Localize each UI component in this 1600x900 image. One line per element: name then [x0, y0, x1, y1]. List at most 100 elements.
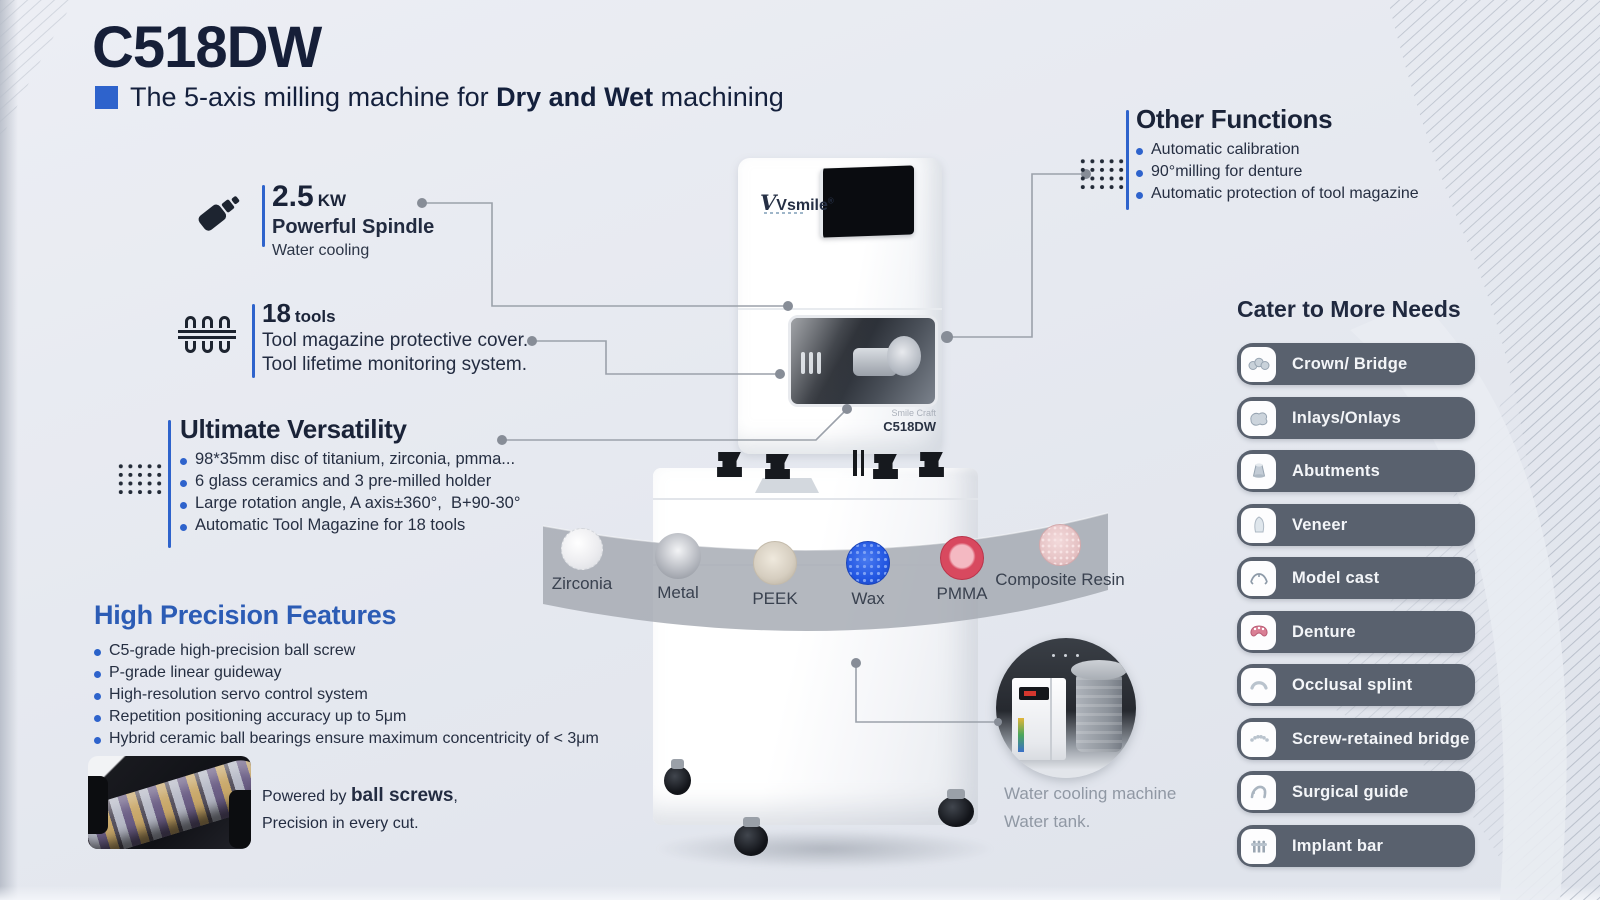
- list-item: 90°milling for denture: [1136, 164, 1419, 180]
- dot-grid-icon: [1078, 157, 1124, 190]
- machine-nameplate: Smile Craft C518DW: [866, 407, 936, 433]
- inlays-onlays-icon: [1241, 400, 1276, 436]
- list-item: High-resolution servo control system: [94, 687, 599, 703]
- list-item: Large rotation angle, A axis±360°, B+90-…: [180, 495, 520, 511]
- cater-item-implant-bar[interactable]: Implant bar: [1237, 825, 1475, 867]
- cabinet-seam: [653, 498, 978, 500]
- subtitle-bold: Dry and Wet: [496, 82, 654, 112]
- pill-label: Implant bar: [1292, 836, 1384, 855]
- cater-item-crown-bridge[interactable]: Crown/ Bridge: [1237, 343, 1475, 385]
- cater-item-veneer[interactable]: Veneer: [1237, 504, 1475, 546]
- material-label: Wax: [851, 589, 885, 608]
- precision-title: High Precision Features: [94, 600, 397, 630]
- caption-line: Water tank.: [1004, 812, 1091, 831]
- feature-versatility: Ultimate Versatility 98*35mm disc of tit…: [168, 414, 520, 548]
- list-item: Automatic Tool Magazine for 18 tools: [180, 517, 520, 533]
- floor-shadow: [590, 822, 1060, 876]
- blue-square-bullet: [95, 86, 118, 109]
- pill-label: Inlays/Onlays: [1292, 408, 1401, 427]
- material-metal: Metal: [648, 533, 708, 603]
- caption-prefix: Powered by: [262, 788, 351, 805]
- spindle-unit: KW: [317, 191, 347, 210]
- bottom-edge-shade: [0, 886, 1600, 900]
- cater-item-inlays-onlays[interactable]: Inlays/Onlays: [1237, 397, 1475, 439]
- occlusal-splint-icon: [1241, 667, 1276, 703]
- caption-bold: ball screws: [350, 785, 454, 806]
- water-cooling-inset-photo: [996, 638, 1136, 778]
- caption-line: Water cooling machine: [1004, 784, 1177, 803]
- left-edge-shade: [0, 0, 18, 900]
- pill-label: Model cast: [1292, 568, 1380, 587]
- brand-logo-text: Vsmile: [776, 197, 828, 214]
- spindle-title: Powerful Spindle: [272, 216, 435, 238]
- cabinet-handle: [755, 478, 819, 493]
- cater-item-screw-retained-bridge[interactable]: Screw-retained bridge: [1237, 718, 1475, 760]
- registered-mark: ®: [827, 196, 834, 206]
- caption-suffix: ,: [453, 788, 458, 805]
- spindle-note: Water cooling: [272, 242, 370, 259]
- cater-item-occlusal-splint[interactable]: Occlusal splint: [1237, 664, 1475, 706]
- screw-retained-bridge-icon: [1241, 721, 1276, 757]
- material-label: Metal: [657, 583, 699, 602]
- implant-bar-icon: [1241, 828, 1276, 864]
- other-functions-title: Other Functions: [1136, 104, 1333, 134]
- water-cooling-machine: [1012, 678, 1066, 760]
- tools-unit: tools: [294, 307, 336, 326]
- material-pmma: PMMA: [932, 536, 992, 604]
- ball-screws-caption: Powered by ball screws, Precision in eve…: [262, 782, 458, 837]
- machine-vent: [853, 450, 869, 476]
- water-tank: [1071, 660, 1127, 752]
- surgical-guide-icon: [1241, 774, 1276, 810]
- caster-wheel: [734, 817, 768, 856]
- cater-item-abutments[interactable]: Abutments: [1237, 450, 1475, 492]
- material-peek: PEEK: [745, 541, 805, 609]
- list-item: Repetition positioning accuracy up to 5μ…: [94, 709, 599, 725]
- list-item: 6 glass ceramics and 3 pre-milled holder: [180, 473, 520, 489]
- peek-disc-icon: [753, 541, 797, 585]
- cater-item-surgical-guide[interactable]: Surgical guide: [1237, 771, 1475, 813]
- caster-wheel: [664, 759, 691, 795]
- feature-precision: High Precision Features C5-grade high-pr…: [94, 600, 599, 747]
- zirconia-disc-icon: [561, 528, 603, 570]
- nameplate-model: C518DW: [883, 419, 936, 434]
- list-item: Automatic protection of tool magazine: [1136, 186, 1419, 202]
- material-composite-resin: Composite Resin: [990, 524, 1130, 590]
- tools-line: Tool lifetime monitoring system.: [262, 354, 528, 375]
- ball-screws-photo: [88, 756, 251, 849]
- ball-screw-end-cap: [229, 790, 251, 848]
- caption-line2: Precision in every cut.: [262, 815, 419, 832]
- pill-label: Screw-retained bridge: [1292, 729, 1470, 748]
- metal-disc-icon: [655, 533, 701, 579]
- pill-label: Crown/ Bridge: [1292, 354, 1408, 373]
- cater-item-denture[interactable]: Denture: [1237, 611, 1475, 653]
- chiller-display: [1019, 687, 1049, 700]
- material-label: PEEK: [752, 589, 798, 608]
- subtitle-suffix: machining: [653, 82, 784, 112]
- pill-label: Veneer: [1292, 515, 1348, 534]
- tool-magazine-icon: [178, 316, 236, 353]
- pill-label: Denture: [1292, 622, 1356, 641]
- inset-panel-dots: [1052, 654, 1079, 657]
- ball-screw-end-cap: [88, 776, 108, 834]
- tools-line: Tool magazine protective cover.: [262, 330, 529, 351]
- water-cooling-caption: Water cooling machine Water tank.: [1004, 780, 1176, 836]
- tools-value: 18: [262, 298, 291, 328]
- pmma-disc-icon: [940, 536, 984, 580]
- caster-wheel: [938, 789, 974, 827]
- versatility-title: Ultimate Versatility: [180, 414, 407, 444]
- ball-screw-cylinder: [88, 756, 251, 849]
- cater-title: Cater to More Needs: [1237, 296, 1461, 322]
- list-item: Hybrid ceramic ball bearings ensure maxi…: [94, 731, 599, 747]
- head-seam: [738, 308, 942, 310]
- pill-label: Abutments: [1292, 461, 1380, 480]
- list-item: 98*35mm disc of titanium, zirconia, pmma…: [180, 451, 520, 467]
- page-title: C518DW: [92, 15, 322, 80]
- window-glass-reflection: [791, 318, 935, 404]
- crown-bridge-icon: [1241, 346, 1276, 382]
- material-label: Zirconia: [551, 574, 613, 593]
- cater-item-model-cast[interactable]: Model cast: [1237, 557, 1475, 599]
- abutment-icon: [1241, 453, 1276, 489]
